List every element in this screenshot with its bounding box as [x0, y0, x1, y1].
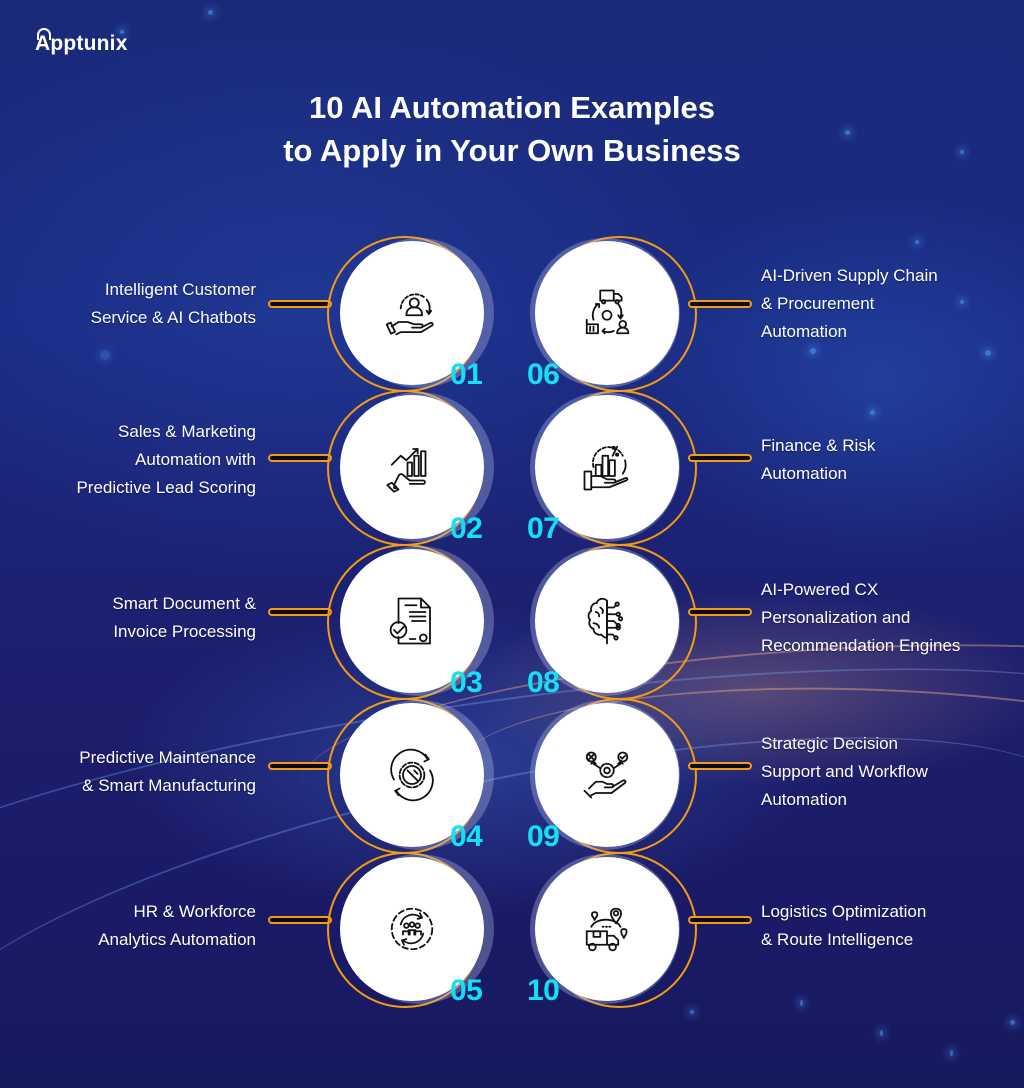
connector-bar — [688, 454, 752, 462]
item-number: 03 — [450, 666, 483, 699]
icon-disc — [535, 241, 679, 385]
customer-service-hand-icon — [385, 293, 434, 336]
icon-disc — [535, 395, 679, 539]
apptunix-logo: Apptunix — [35, 28, 128, 56]
example-item-10: Logistics Optimization & Route Intellige… — [0, 850, 1024, 1010]
example-item-07: Finance & Risk Automation 07 — [0, 388, 1024, 548]
icon-disc — [340, 549, 484, 693]
gear-team-icon — [390, 907, 434, 951]
logo-arc-icon — [37, 28, 51, 40]
item-number: 07 — [527, 512, 560, 545]
delivery-truck-location-icon — [585, 907, 628, 952]
icon-disc — [535, 703, 679, 847]
connector-bar — [688, 762, 752, 770]
icon-disc — [340, 241, 484, 385]
item-number: 10 — [527, 974, 560, 1007]
growth-chart-hand-icon — [386, 448, 427, 493]
example-item-02: Sales & Marketing Automation with Predic… — [0, 388, 1024, 548]
item-number: 01 — [450, 358, 483, 391]
example-label: Sales & Marketing Automation with Predic… — [76, 422, 256, 497]
example-label: Strategic Decision Support and Workflow … — [761, 734, 928, 809]
item-number: 02 — [450, 512, 483, 545]
example-label: Logistics Optimization & Route Intellige… — [761, 902, 927, 949]
connector-bar — [688, 300, 752, 308]
page-title: 10 AI Automation Examples to Apply in Yo… — [283, 90, 741, 168]
connector-bar — [688, 608, 752, 616]
item-number: 08 — [527, 666, 560, 699]
gear-wrench-cycle-icon — [390, 748, 434, 802]
example-label: Smart Document & Invoice Processing — [112, 594, 256, 641]
example-item-06: AI-Driven Supply Chain & Procurement Aut… — [0, 234, 1024, 394]
item-number: 09 — [527, 820, 560, 853]
item-number: 04 — [450, 820, 483, 853]
icon-disc — [340, 703, 484, 847]
example-label: Predictive Maintenance & Smart Manufactu… — [79, 748, 256, 795]
example-label: Intelligent Customer Service & AI Chatbo… — [90, 280, 256, 327]
example-item-08: AI-Powered CX Personalization and Recomm… — [0, 542, 1024, 702]
ai-brain-circuit-icon — [587, 597, 624, 645]
example-item-05: HR & Workforce Analytics Automation 05 — [0, 850, 1024, 1010]
decision-gear-hand-icon — [583, 751, 629, 799]
document-check-icon — [389, 597, 431, 645]
connector-bar — [688, 916, 752, 924]
example-item-04: Predictive Maintenance & Smart Manufactu… — [0, 696, 1024, 856]
example-label: AI-Powered CX Personalization and Recomm… — [761, 580, 961, 655]
example-label: HR & Workforce Analytics Automation — [98, 902, 256, 949]
example-label: Finance & Risk Automation — [761, 436, 876, 483]
example-item-09: Strategic Decision Support and Workflow … — [0, 696, 1024, 856]
icon-disc — [340, 857, 484, 1001]
example-item-03: Smart Document & Invoice Processing 03 — [0, 542, 1024, 702]
finance-chart-percent-icon — [583, 445, 629, 491]
icon-disc — [340, 395, 484, 539]
icon-disc — [535, 549, 679, 693]
item-number: 05 — [450, 974, 483, 1007]
supply-chain-cycle-icon — [585, 289, 630, 335]
item-number: 06 — [527, 358, 560, 391]
icon-disc — [535, 857, 679, 1001]
example-label: AI-Driven Supply Chain & Procurement Aut… — [761, 266, 938, 341]
example-item-01: Intelligent Customer Service & AI Chatbo… — [0, 234, 1024, 394]
